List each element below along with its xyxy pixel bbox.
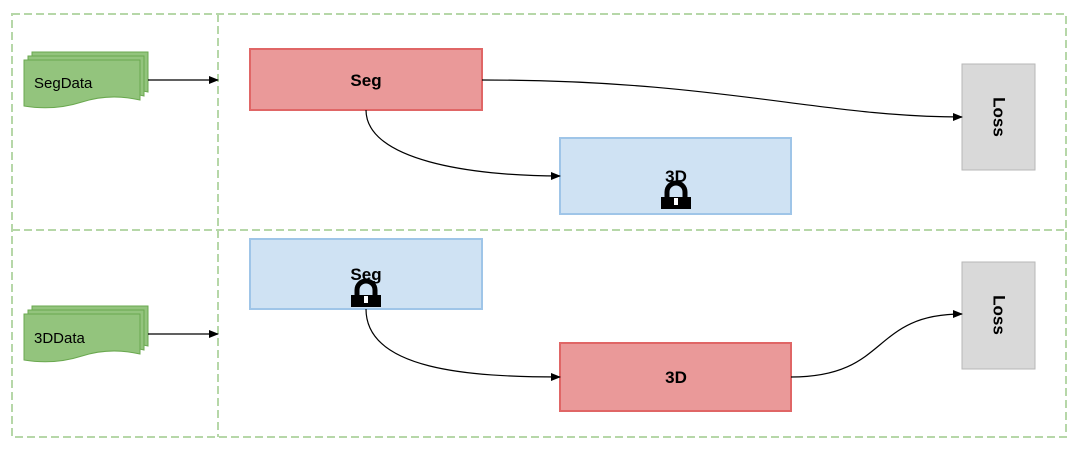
dashed-frame xyxy=(11,13,1067,438)
top-loss-label: Loss xyxy=(990,97,1009,137)
bottom-loss-node: Loss xyxy=(961,261,1036,370)
arrow-3d-to-loss xyxy=(790,310,963,378)
segdata-node: SegData xyxy=(23,51,149,109)
stacked-documents-icon xyxy=(23,59,141,109)
arrow-seg-to-loss xyxy=(481,79,963,121)
bottom-3d-label: 3D xyxy=(665,368,687,387)
stacked-documents-icon xyxy=(23,313,141,363)
top-3d-label: 3D xyxy=(665,167,687,186)
frame-outer-border xyxy=(11,13,1067,438)
top-loss-node: Loss xyxy=(961,63,1036,171)
top-3d-node: 3D xyxy=(559,137,792,215)
bottom-row: 3DData Seg 3D Loss xyxy=(23,238,1036,412)
segdata-label: SegData xyxy=(34,75,93,92)
top-seg-node: Seg xyxy=(249,48,483,111)
top-seg-label: Seg xyxy=(350,71,381,90)
3ddata-label: 3DData xyxy=(34,330,86,347)
3ddata-node: 3DData xyxy=(23,305,149,363)
arrow-seg-to-3d xyxy=(365,308,561,381)
arrow-seg-to-3d xyxy=(365,109,561,180)
bottom-seg-node: Seg xyxy=(249,238,483,310)
bottom-seg-label: Seg xyxy=(350,265,381,284)
bottom-3d-node: 3D xyxy=(559,342,792,412)
bottom-loss-label: Loss xyxy=(990,295,1009,335)
top-row: SegData Seg 3D Loss xyxy=(23,48,1036,215)
